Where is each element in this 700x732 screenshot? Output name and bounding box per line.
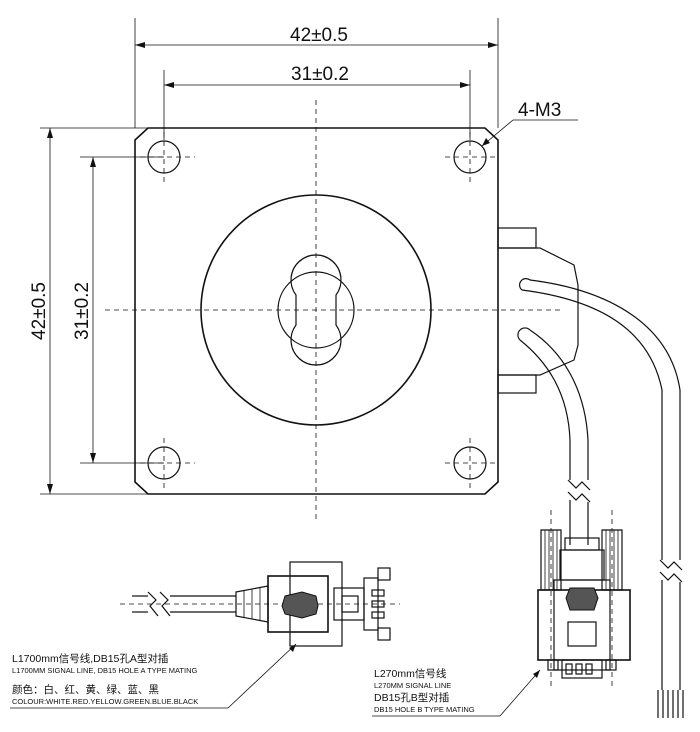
- connector-a: [120, 561, 400, 647]
- width-dimension: 42±0.5: [290, 25, 348, 46]
- cable-a-colour-en: COLOUR:WHITE.RED.YELLOW.GREEN.BLUE.BLACK: [12, 697, 198, 706]
- cable-a-title-en: L1700MM SIGNAL LINE, DB15 HOLE A TYPE MA…: [12, 666, 198, 675]
- motor-cables: [517, 278, 684, 718]
- cable-a-title: L1700mm信号线,DB15孔A型对插: [12, 652, 168, 665]
- motor-body: [134, 127, 499, 495]
- cable-b-connector: DB15孔B型对插: [374, 691, 449, 704]
- hole-callout-leader: [481, 119, 578, 147]
- height-dimension: 42±0.5: [29, 282, 50, 340]
- side-connector-block: [497, 227, 579, 394]
- shaft: [290, 254, 342, 366]
- center-lines: [105, 100, 560, 520]
- connector-b: [537, 510, 631, 690]
- cable-b-connector-en: DB15 HOLE B TYPE MATING: [374, 705, 475, 714]
- dimension-left: [40, 127, 164, 495]
- cable-b-title-en: L270MM SIGNAL LINE: [374, 681, 451, 690]
- note-leaders: [10, 643, 541, 717]
- dimension-top: [134, 18, 499, 140]
- cable-b-title: L270mm信号线: [374, 667, 447, 680]
- hole-callout: 4-M3: [518, 100, 561, 121]
- hole-spacing-height-dimension: 31±0.2: [72, 282, 93, 340]
- cable-a-colour: 颜色：白、红、黄、绿、蓝、黑: [12, 683, 159, 696]
- hole-spacing-width-dimension: 31±0.2: [291, 64, 349, 85]
